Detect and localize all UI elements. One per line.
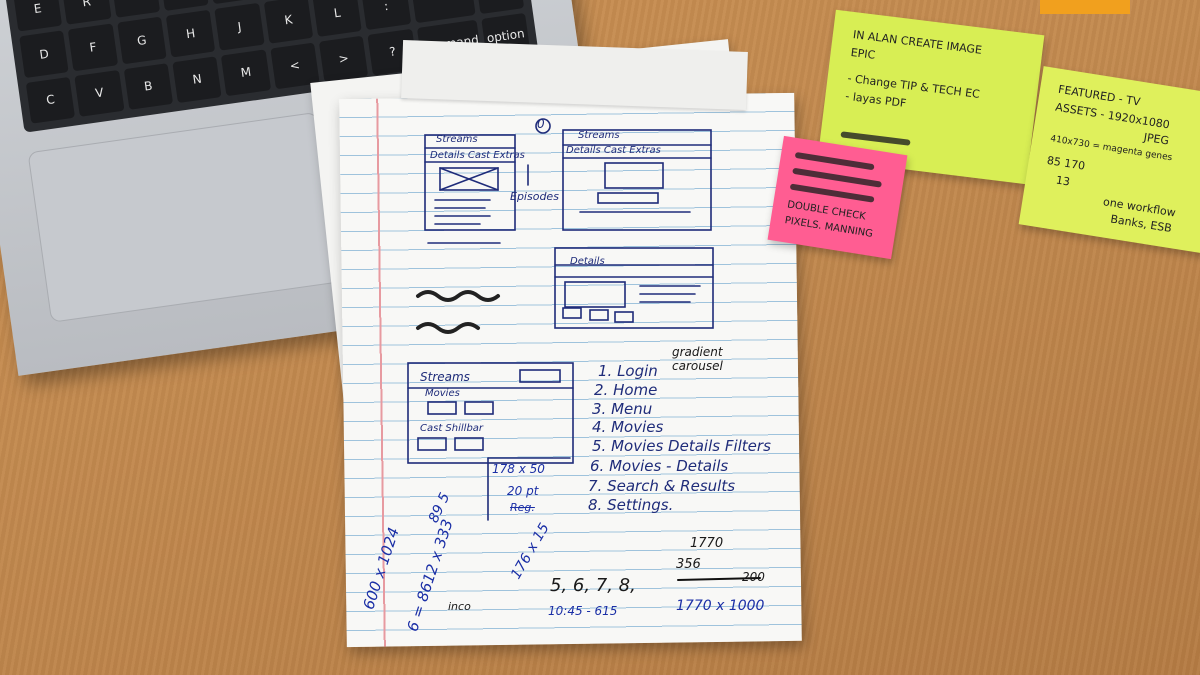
sticky-line: 85 170	[1045, 153, 1087, 173]
sticky-line: JPEG	[1142, 130, 1170, 148]
sticky-scribble	[789, 183, 875, 203]
bottom-note: 10:45 - 615	[548, 604, 618, 618]
screen-list-item: 4. Movies	[592, 418, 664, 436]
page-marker: 0	[537, 117, 545, 131]
screen-list-item: 8. Settings.	[588, 496, 674, 514]
wireframe-3-frame	[554, 247, 714, 329]
sticky-line: ASSETS - 1920x1080	[1054, 100, 1171, 132]
wireframe-1-frame	[424, 134, 516, 231]
screen-list-item: 2. Home	[594, 381, 658, 399]
sticky-scribble	[794, 151, 875, 171]
bottom-note: 5, 6, 7, 8,	[550, 575, 636, 596]
wireframe-4-title: Streams	[420, 370, 470, 384]
screen-list-item: 3. Menu	[592, 400, 653, 418]
screen-list-item: 5. Movies Details Filters	[592, 437, 771, 455]
sticky-line: - layas PDF	[844, 89, 907, 110]
wireframe-1-label: Episodes	[510, 190, 559, 203]
bottom-note: 1770 x 1000	[676, 598, 765, 614]
wireframe-2-title: Streams	[578, 130, 620, 141]
screen-list-item: 6. Movies - Details	[590, 457, 729, 475]
side-note: gradient carousel	[672, 345, 723, 373]
wireframe-2-frame	[562, 129, 712, 231]
sticky-note-pink: DOUBLE CHECK PIXELS. MANNING	[767, 135, 908, 260]
screen-list-item: 1. Login	[598, 362, 658, 380]
wireframe-4-row2: Cast Shillbar	[420, 423, 484, 434]
screen-list-item: 7. Search & Results	[588, 477, 736, 495]
sticky-scribble	[792, 167, 883, 188]
bottom-note: 1770	[690, 536, 724, 551]
sticky-line: 13	[1055, 173, 1071, 189]
page-marker-circle	[535, 118, 551, 134]
wireframe-3-title: Details	[570, 256, 605, 267]
sticky-note-orange	[1040, 0, 1130, 14]
wireframe-4-frame	[407, 362, 574, 464]
sticky-scribble	[840, 131, 911, 146]
wireframe-2-tabs: Details Cast Extras	[566, 145, 661, 156]
dimension-note: 20 pt	[507, 484, 539, 498]
dimension-note: 178 x 50	[492, 462, 545, 476]
wireframe-1-title: Streams	[436, 134, 478, 145]
sticky-line: EPIC	[850, 45, 876, 62]
sticky-note-yellow: FEATURED - TV ASSETS - 1920x1080 JPEG 41…	[1018, 66, 1200, 254]
wireframe-1-tabs: Details Cast Extras	[430, 150, 525, 161]
dimension-note: Reg.	[510, 501, 535, 514]
bottom-note: 200	[742, 570, 765, 584]
wireframe-4-row1: Movies	[425, 388, 460, 399]
bottom-note: inco	[448, 600, 471, 613]
bottom-note: 356	[676, 557, 701, 572]
